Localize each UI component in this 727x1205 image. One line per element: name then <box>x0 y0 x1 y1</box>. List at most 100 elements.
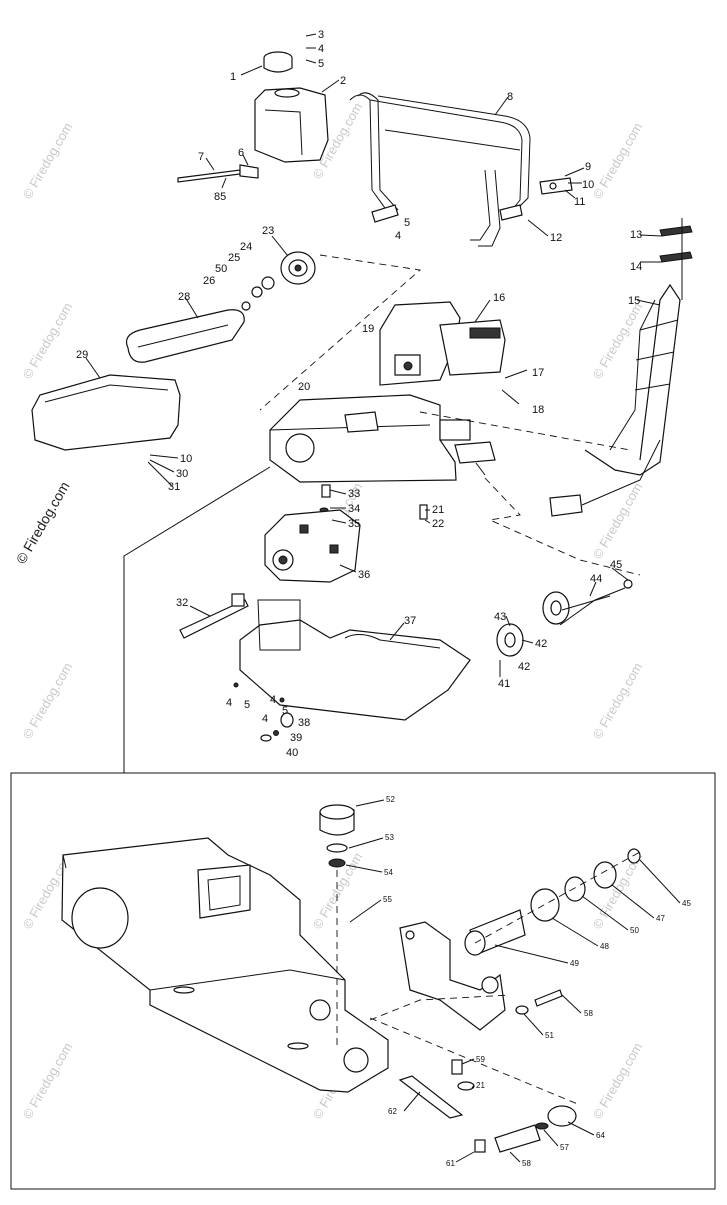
part-number-19: 19 <box>362 323 374 335</box>
part-number-40: 40 <box>286 747 298 759</box>
part-number-52: 52 <box>386 795 395 804</box>
compactor-base-plate <box>179 593 471 721</box>
part-number-33: 33 <box>348 488 360 500</box>
part-number-9: 9 <box>585 161 591 173</box>
part-number-26: 26 <box>203 275 215 287</box>
part-number-44: 44 <box>590 573 602 585</box>
part-number-45b: 45 <box>682 899 691 908</box>
part-number-55: 55 <box>383 895 392 904</box>
operator-handle <box>549 218 683 517</box>
part-number-17: 17 <box>532 367 544 379</box>
shock-mount-stack <box>233 682 294 742</box>
part-number-53: 53 <box>385 833 394 842</box>
watermark-1: © Firedog.com <box>20 120 76 202</box>
part-number-10a: 10 <box>582 179 594 191</box>
part-number-18: 18 <box>532 404 544 416</box>
vibration-exciter <box>264 509 361 583</box>
part-number-50b: 50 <box>630 926 639 935</box>
part-number-11: 11 <box>574 196 585 208</box>
roll-cage-frame <box>349 92 531 247</box>
part-number-85: 85 <box>214 191 226 203</box>
clutch-washers <box>241 276 275 311</box>
fuel-tank <box>254 87 329 163</box>
detail-bushing-stack <box>464 848 641 956</box>
part-number-5c: 5 <box>244 699 250 711</box>
part-number-42a: 42 <box>535 638 547 650</box>
part-number-30: 30 <box>176 468 188 480</box>
detail-adjuster-bolts <box>369 989 581 1153</box>
part-number-10b: 10 <box>180 453 192 465</box>
part-number-4d: 4 <box>270 694 276 706</box>
watermark-15: © Firedog.com <box>590 1040 646 1122</box>
part-number-37: 37 <box>404 615 416 627</box>
part-number-41: 41 <box>498 678 510 690</box>
part-number-13: 13 <box>630 229 642 241</box>
engine-base-plate <box>269 394 496 483</box>
part-number-7: 7 <box>198 151 204 163</box>
part-number-28: 28 <box>178 291 190 303</box>
watermark-4: © Firedog.com <box>20 300 76 382</box>
part-number-39: 39 <box>290 732 302 744</box>
part-number-3: 3 <box>318 29 324 41</box>
upper-guide-lines <box>259 254 641 576</box>
part-number-34: 34 <box>348 503 360 515</box>
watermark-3: © Firedog.com <box>590 120 646 202</box>
warning-strips <box>659 225 693 263</box>
part-number-38: 38 <box>298 717 310 729</box>
part-number-14: 14 <box>630 261 642 273</box>
part-number-42b: 42 <box>518 661 530 673</box>
part-number-4a: 4 <box>318 43 324 55</box>
detail-bracket-right <box>399 921 506 1031</box>
part-number-64: 64 <box>596 1131 605 1140</box>
fuel-line <box>177 164 259 183</box>
watermark-main: © Firedog.com <box>13 479 73 567</box>
watermark-13: © Firedog.com <box>20 1040 76 1122</box>
part-number-35: 35 <box>348 518 360 530</box>
part-number-57: 57 <box>560 1143 569 1152</box>
engine <box>379 301 506 386</box>
detail-callout-lines <box>123 466 271 773</box>
part-number-20: 20 <box>298 381 310 393</box>
detail-box <box>10 772 716 1190</box>
part-number-2: 2 <box>340 75 346 87</box>
part-number-4c: 4 <box>226 697 232 709</box>
lower-leader-lines <box>345 799 681 1163</box>
transport-wheel-kit <box>496 579 633 657</box>
part-number-51: 51 <box>545 1031 554 1040</box>
part-number-12: 12 <box>550 232 562 244</box>
part-number-54: 54 <box>384 868 393 877</box>
part-number-31: 31 <box>168 481 180 493</box>
belt-guard <box>31 374 181 451</box>
upper-leader-lines <box>85 33 663 677</box>
clutch-pulley <box>280 251 316 285</box>
part-number-61: 61 <box>446 1159 455 1168</box>
part-number-1: 1 <box>230 71 236 83</box>
part-number-58a: 58 <box>584 1009 593 1018</box>
part-number-29: 29 <box>76 349 88 361</box>
part-number-6: 6 <box>238 147 244 159</box>
watermark-9: © Firedog.com <box>590 660 646 742</box>
part-number-4b: 4 <box>395 230 401 242</box>
part-number-45a: 45 <box>610 559 622 571</box>
part-number-50: 50 <box>215 263 227 275</box>
part-number-5a: 5 <box>318 58 324 70</box>
part-number-4e: 4 <box>262 713 268 725</box>
part-number-16: 16 <box>493 292 505 304</box>
part-number-15: 15 <box>628 295 640 307</box>
part-number-58b: 58 <box>522 1159 531 1168</box>
part-number-59: 59 <box>476 1055 485 1064</box>
part-number-21b: 21 <box>476 1081 485 1090</box>
part-number-32: 32 <box>176 597 188 609</box>
part-number-49: 49 <box>570 959 579 968</box>
part-number-43: 43 <box>494 611 506 623</box>
detail-mainframe <box>61 837 389 1093</box>
part-number-5d: 5 <box>282 705 288 717</box>
bracket <box>539 177 573 195</box>
part-number-8: 8 <box>507 91 513 103</box>
part-number-62: 62 <box>388 1107 397 1116</box>
fuel-cap <box>263 51 293 73</box>
